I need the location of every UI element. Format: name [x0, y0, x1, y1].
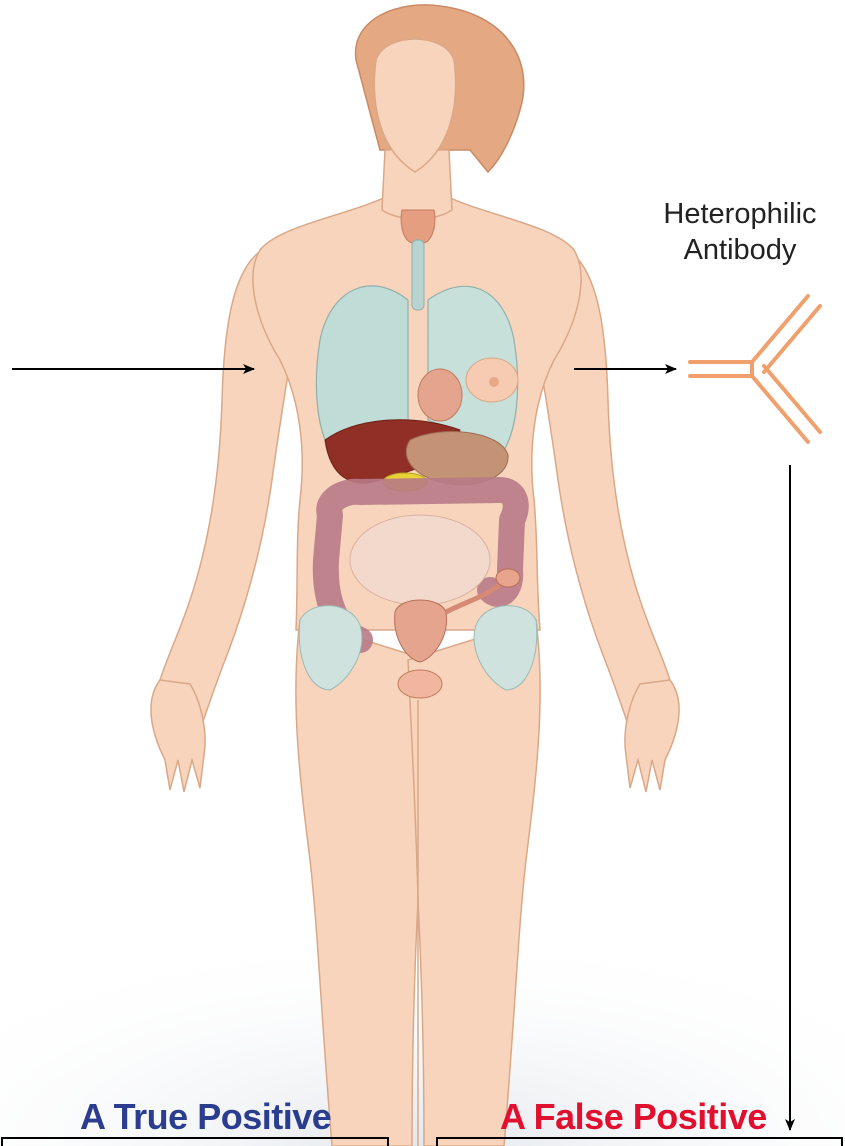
true-positive-label: A True Positive — [80, 1096, 331, 1138]
antibody-icon — [690, 296, 820, 442]
false-positive-label: A False Positive — [500, 1096, 767, 1138]
heart — [418, 369, 462, 421]
small-intestine — [350, 515, 490, 605]
ovary — [496, 569, 520, 587]
trachea — [412, 240, 424, 310]
bladder — [398, 670, 442, 698]
left-hand — [151, 680, 205, 792]
right-hand — [625, 680, 679, 792]
thyroid — [401, 210, 435, 243]
